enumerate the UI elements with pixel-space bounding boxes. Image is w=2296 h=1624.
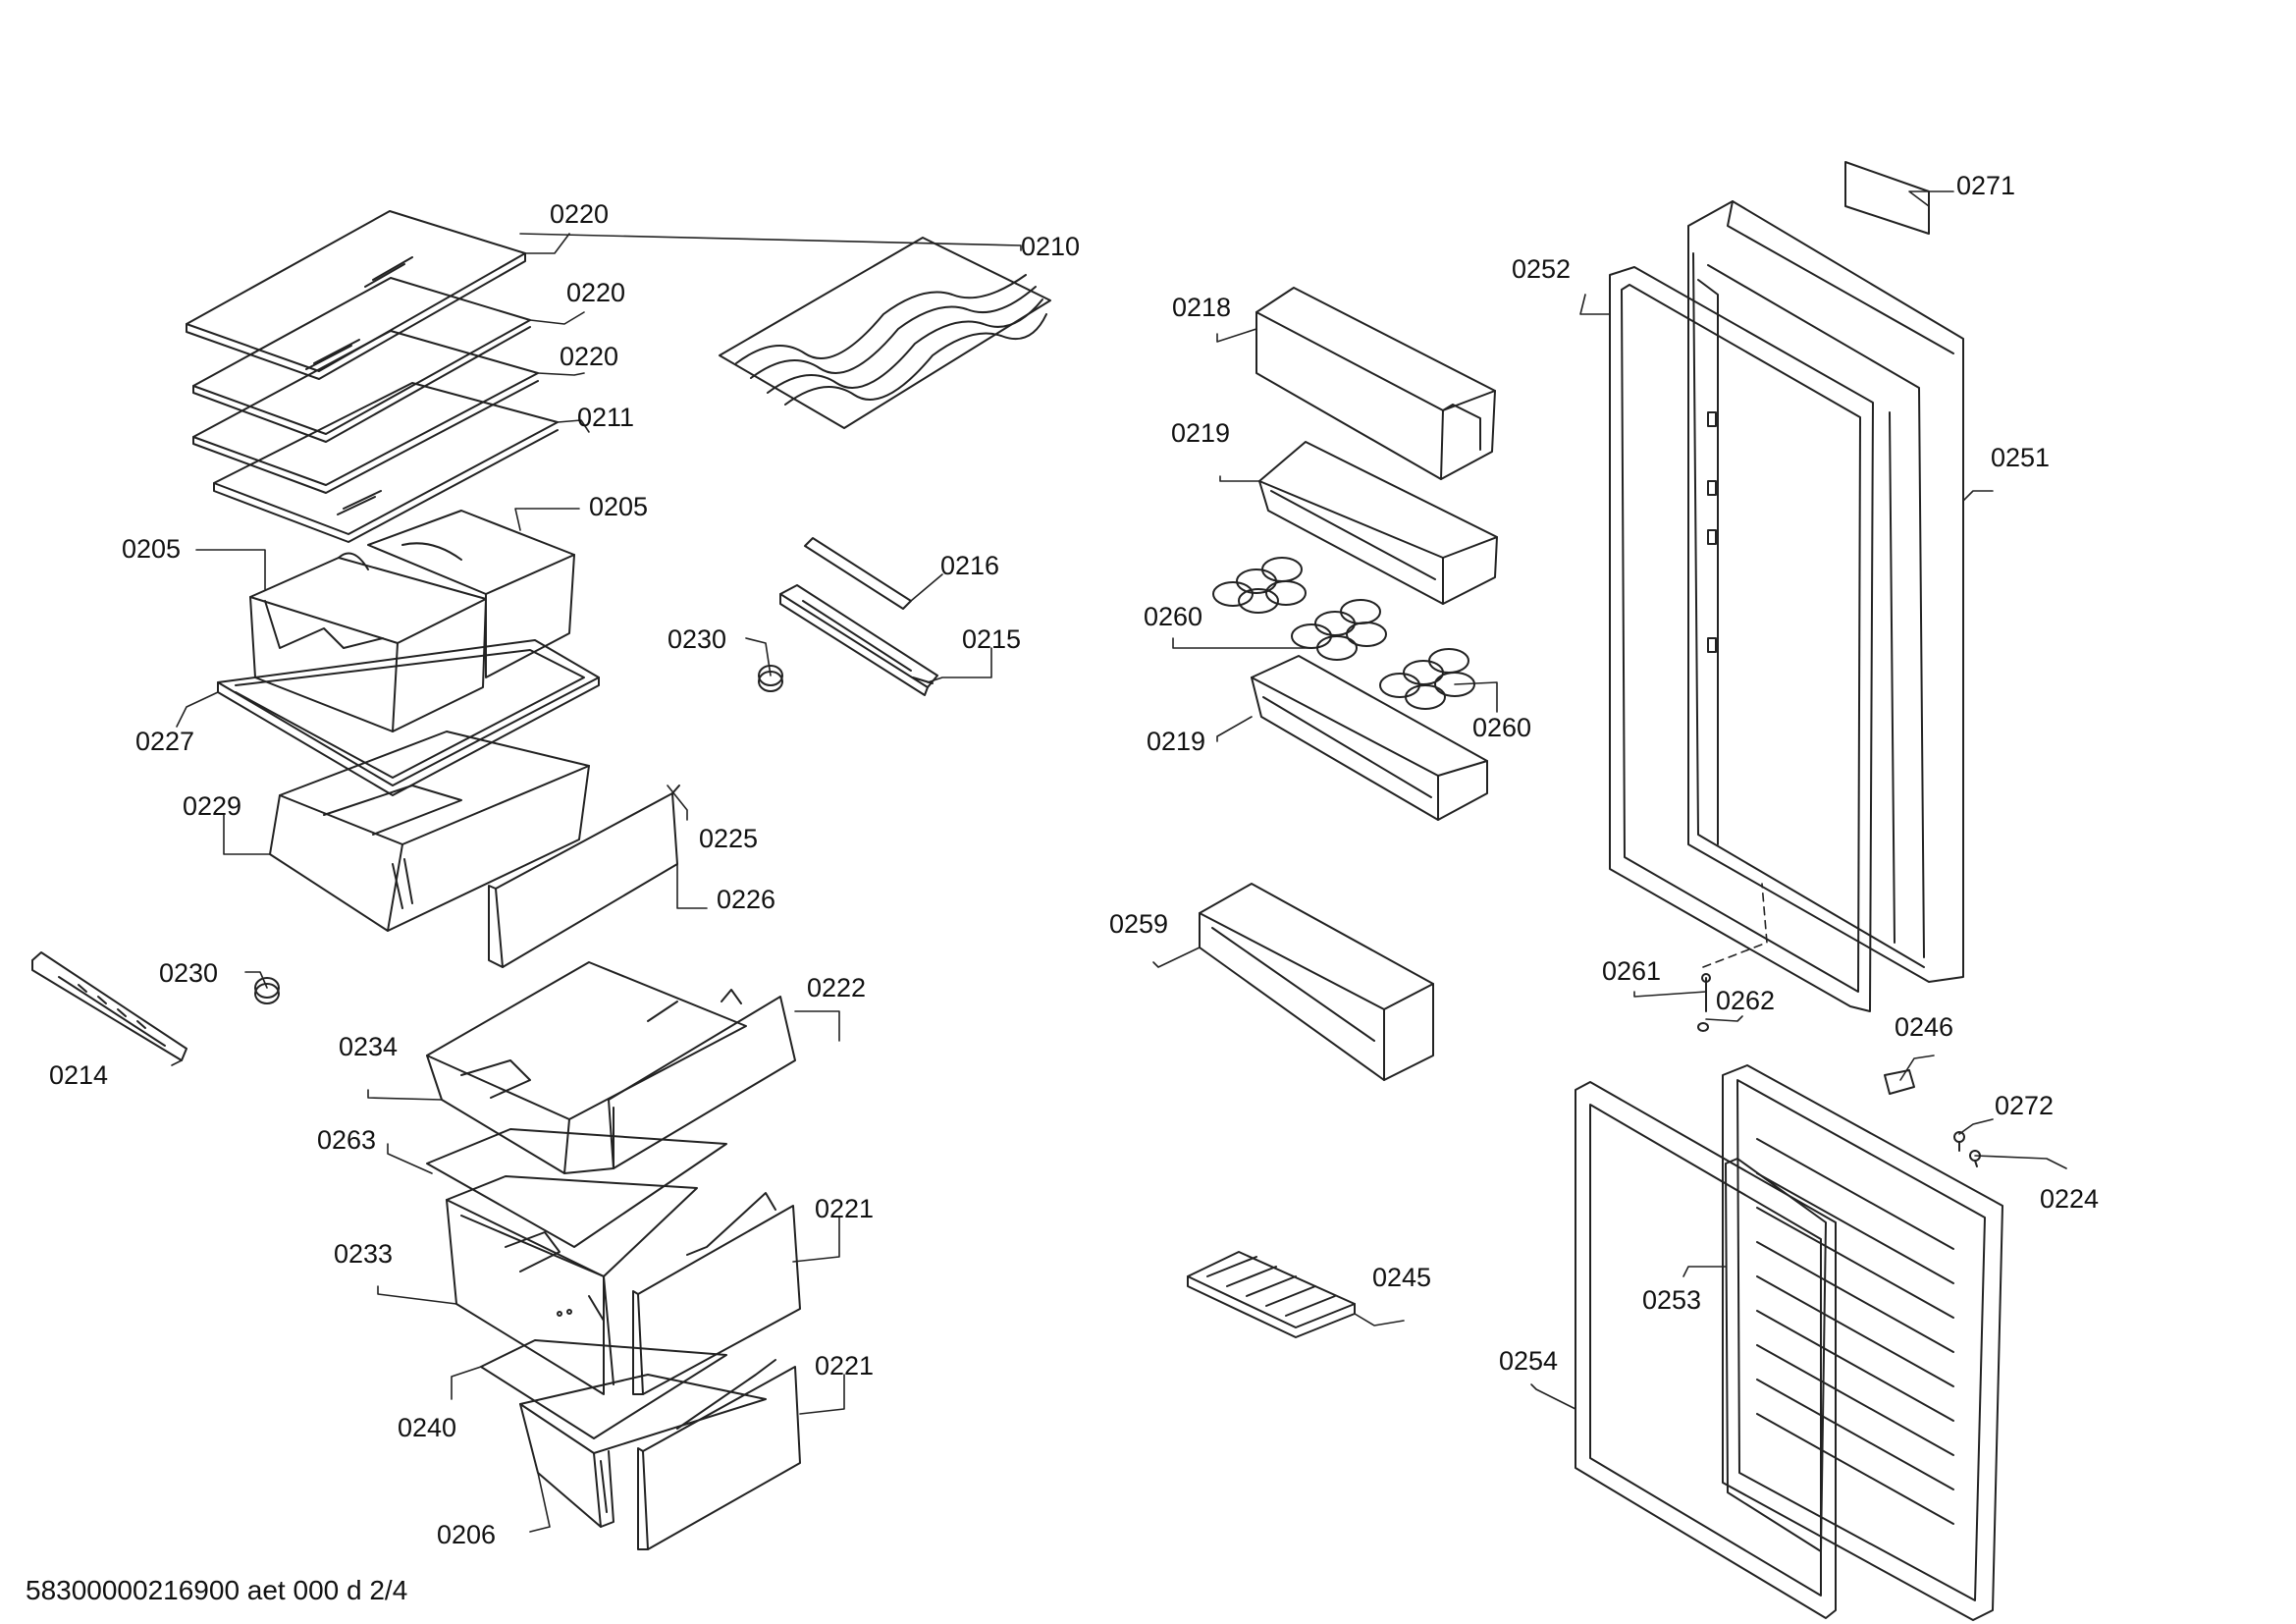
label-drawer-front-0221-lower: 0221 xyxy=(815,1351,874,1380)
end-cap-0230-lower-part xyxy=(254,977,280,1004)
label-drawer-front-0221-middle: 0221 xyxy=(815,1194,874,1223)
washer-0262 xyxy=(1697,1022,1709,1032)
crisper-0229 xyxy=(269,731,590,932)
glass-plate-0240 xyxy=(480,1339,727,1439)
screw-0272 xyxy=(1953,1131,1965,1152)
glass-shelf-0220-a xyxy=(186,210,526,380)
door-shelf-0219-upper xyxy=(1258,441,1498,605)
label-side-rail-0214: 0214 xyxy=(49,1060,108,1090)
drawing-reference-footer: 58300000216900 aet 000 d 2/4 xyxy=(26,1575,408,1605)
label-container-0205-left: 0205 xyxy=(122,534,181,564)
label-shelf-0211: 0211 xyxy=(577,403,634,432)
gasket-0253 xyxy=(1725,1158,1827,1552)
door-shelf-0219-lower xyxy=(1251,655,1488,821)
bottle-rack-0210 xyxy=(719,237,1051,429)
ice-tray-0245 xyxy=(1187,1251,1356,1338)
label-drawer-0206: 0206 xyxy=(437,1520,496,1549)
label-gasket-0253: 0253 xyxy=(1642,1285,1701,1315)
label-bottle-shelf-0259: 0259 xyxy=(1109,909,1168,939)
label-egg-tray-0260-left: 0260 xyxy=(1144,602,1202,631)
label-cover-plate-0227: 0227 xyxy=(135,727,194,756)
crisper-panel-0226 xyxy=(488,785,680,968)
label-handle-insert-0234: 0234 xyxy=(339,1032,398,1061)
door-0251 xyxy=(1687,200,1964,983)
label-door-shelf-0219-lower: 0219 xyxy=(1147,727,1205,756)
door-gasket-0252 xyxy=(1609,266,1874,1012)
label-screw-0261: 0261 xyxy=(1602,956,1661,986)
drawer-front-0221-middle xyxy=(632,1192,801,1395)
butter-box-0218 xyxy=(1255,287,1496,480)
label-door-0251: 0251 xyxy=(1991,443,2050,472)
egg-tray-0260-right xyxy=(1379,648,1475,710)
side-rail-0214 xyxy=(31,951,187,1061)
label-plug-0224: 0224 xyxy=(2040,1184,2099,1214)
label-drawer-0233: 0233 xyxy=(334,1239,393,1269)
leader-lines xyxy=(171,190,2067,1533)
label-screw-0272: 0272 xyxy=(1995,1091,2054,1120)
label-glass-plate-0240: 0240 xyxy=(398,1413,456,1442)
label-drawer-0222: 0222 xyxy=(807,973,866,1002)
hinge-cover-0246 xyxy=(1884,1069,1915,1095)
label-glass-plate-0263: 0263 xyxy=(317,1125,376,1155)
label-door-shelf-0219-upper: 0219 xyxy=(1171,418,1230,448)
label-butter-box-0218: 0218 xyxy=(1172,293,1231,322)
label-crisper-insert-0225: 0225 xyxy=(699,824,758,853)
drawer-0222 xyxy=(426,961,796,1174)
door-gasket-0254 xyxy=(1575,1081,1837,1619)
label-shelf-0220-c: 0220 xyxy=(560,342,618,371)
label-crisper-panel-0226: 0226 xyxy=(717,885,775,914)
drawer-0206 xyxy=(519,1374,767,1528)
screw-0261 xyxy=(1701,973,1711,1012)
egg-tray-0260-left xyxy=(1212,557,1307,614)
label-hinge-cover-0246: 0246 xyxy=(1895,1012,1953,1042)
strip-0216 xyxy=(804,537,912,610)
label-door-gasket-0254: 0254 xyxy=(1499,1346,1558,1376)
cover-plate-0227 xyxy=(217,639,600,796)
label-ice-tray-0245: 0245 xyxy=(1372,1263,1431,1292)
label-bottle-rack-0210: 0210 xyxy=(1021,232,1080,261)
label-container-0205-right: 0205 xyxy=(589,492,648,521)
label-washer-0262: 0262 xyxy=(1716,986,1775,1015)
rail-0215 xyxy=(779,584,938,696)
label-rail-0215: 0215 xyxy=(962,624,1021,654)
label-end-cap-0230-lower: 0230 xyxy=(159,958,218,988)
egg-tray-0260-mid xyxy=(1291,599,1387,661)
callout-labels: 0220 0220 0220 0211 0210 0205 0205 0216 … xyxy=(49,171,2099,1549)
label-plate-0271: 0271 xyxy=(1956,171,2015,200)
plug-0224 xyxy=(1969,1150,1981,1167)
label-egg-tray-0260-right: 0260 xyxy=(1472,713,1531,742)
label-shelf-0220-a: 0220 xyxy=(550,199,609,229)
label-end-cap-0230-upper: 0230 xyxy=(667,624,726,654)
container-0205-right xyxy=(367,510,575,678)
label-crisper-0229: 0229 xyxy=(183,791,241,821)
plate-0271 xyxy=(1844,161,1930,235)
drawer-0233 xyxy=(446,1175,698,1395)
label-shelf-0220-b: 0220 xyxy=(566,278,625,307)
bottle-shelf-0259 xyxy=(1199,883,1434,1081)
label-strip-0216: 0216 xyxy=(940,551,999,580)
label-door-gasket-0252: 0252 xyxy=(1512,254,1571,284)
end-cap-0230-upper xyxy=(758,665,783,692)
drawer-front-0221-lower xyxy=(637,1359,801,1550)
door-lower xyxy=(1722,1064,2003,1621)
glass-plate-0263 xyxy=(426,1128,727,1248)
glass-shelf-0220-b xyxy=(192,277,531,443)
